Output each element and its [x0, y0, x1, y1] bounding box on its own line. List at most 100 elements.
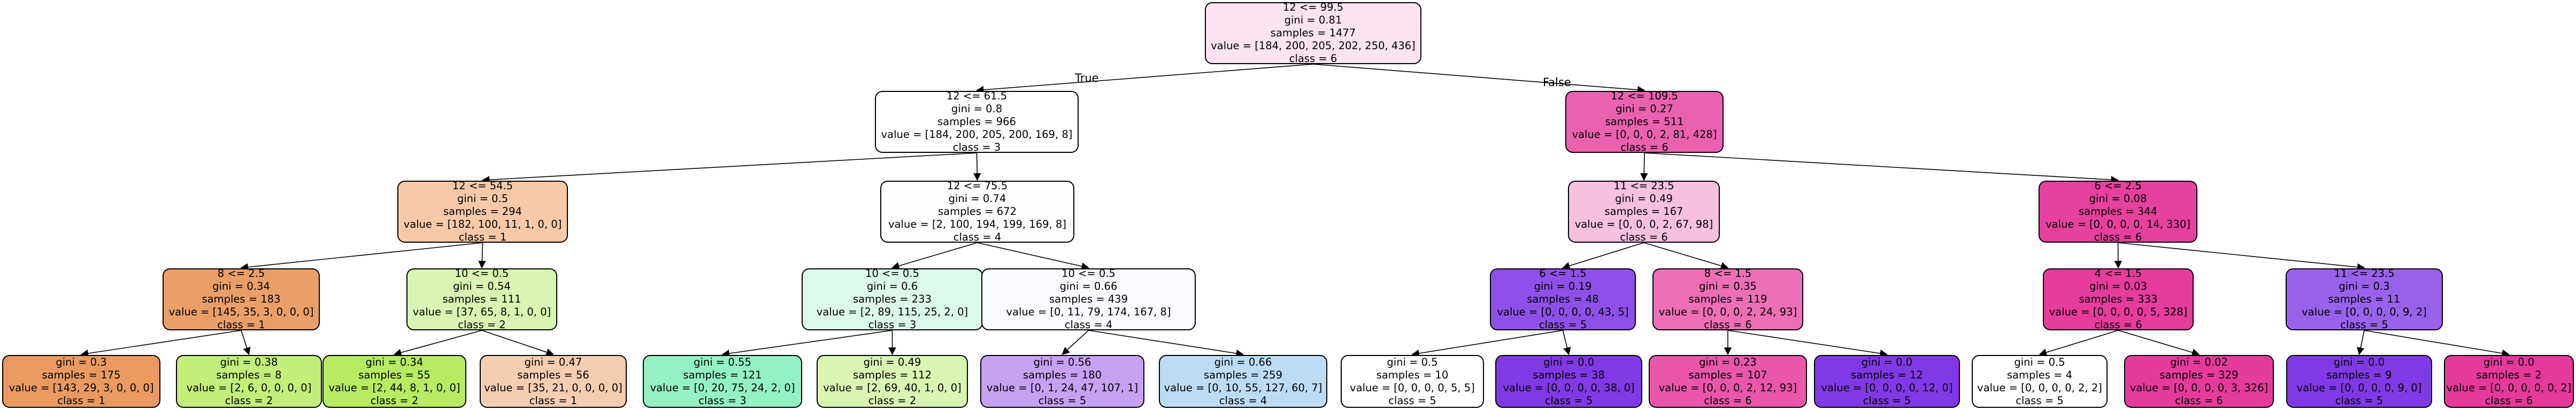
- node-text-line: class = 4: [1064, 319, 1113, 331]
- tree-edge: [2364, 330, 2510, 357]
- node-text-line: gini = 0.5: [457, 192, 509, 205]
- tree-edge: [1062, 330, 1089, 355]
- node-text-line: value = [2, 100, 194, 199, 169, 8]: [888, 218, 1066, 230]
- tree-edge: [1562, 242, 1644, 270]
- node-text-line: class = 5: [2016, 394, 2064, 407]
- node-text-line: gini = 0.0: [1543, 355, 1595, 368]
- node-text-line: samples = 2: [2476, 368, 2542, 381]
- node-text-line: gini = 0.03: [2089, 280, 2147, 292]
- node-text-line: samples = 333: [2079, 293, 2158, 305]
- node-text-line: gini = 0.66: [1059, 280, 1118, 292]
- node-text-line: samples = 55: [358, 368, 430, 381]
- node-text-line: gini = 0.3: [2339, 280, 2390, 292]
- node-text-line: gini = 0.49: [863, 355, 921, 368]
- node-text-line: gini = 0.02: [2170, 355, 2228, 368]
- node-text-line: class = 1: [529, 394, 578, 407]
- node-text-line: samples = 672: [937, 205, 1017, 218]
- tree-edge: [976, 64, 1313, 94]
- node-text-line: samples = 10: [1376, 368, 1449, 381]
- node-text-line: samples = 344: [2078, 205, 2157, 218]
- node-text-line: class = 6: [2175, 394, 2223, 407]
- node-text-line: class = 6: [1289, 52, 1337, 65]
- node-text-line: class = 1: [57, 394, 105, 407]
- node-text-line: 11 <= 23.5: [2334, 267, 2395, 280]
- node-text-line: gini = 0.0: [1861, 355, 1913, 368]
- node-text-line: samples = 8: [216, 368, 282, 381]
- node-text-line: value = [0, 10, 55, 127, 60, 7]: [1164, 381, 1322, 394]
- node-text-line: gini = 0.74: [948, 192, 1006, 205]
- node-text-line: samples = 48: [1527, 293, 1599, 305]
- node-text-line: value = [0, 0, 0, 2, 24, 93]: [1658, 306, 1797, 318]
- node-text-line: gini = 0.6: [866, 280, 918, 292]
- tree-edge: [240, 242, 483, 271]
- node-text-line: gini = 0.54: [453, 280, 511, 292]
- tree-edge: [973, 152, 981, 181]
- node-text-line: samples = 180: [1022, 368, 1102, 381]
- node-text-line: value = [184, 200, 205, 202, 250, 436]: [1211, 40, 1416, 52]
- node-text-line: samples = 966: [937, 115, 1016, 128]
- node-text-line: value = [0, 11, 79, 174, 167, 8]: [1006, 306, 1171, 318]
- node-text-line: gini = 0.66: [1214, 355, 1272, 368]
- tree-edge: [481, 330, 554, 356]
- node-text-line: value = [0, 0, 0, 0, 12, 0]: [1821, 381, 1953, 394]
- tree-edge: [2039, 330, 2119, 357]
- edge-label-true: True: [1075, 72, 1099, 84]
- node-text-line: 10 <= 0.5: [455, 267, 509, 280]
- node-text-line: gini = 0.56: [1033, 355, 1091, 368]
- node-text-line: class = 1: [458, 231, 507, 243]
- node-text-line: samples = 439: [1049, 293, 1128, 305]
- node-text-line: 12 <= 99.5: [1282, 1, 1344, 13]
- node-text-line: 12 <= 75.5: [947, 180, 1008, 192]
- node-text-line: samples = 4: [2006, 368, 2073, 381]
- node-text-line: value = [0, 0, 0, 0, 2, 2]: [1977, 381, 2102, 394]
- node-text-line: samples = 183: [202, 293, 281, 305]
- node-text-line: class = 4: [1219, 394, 1267, 407]
- node-text-line: value = [0, 20, 75, 24, 2, 0]: [650, 381, 795, 394]
- node-text-line: value = [2, 89, 115, 25, 2, 0]: [816, 306, 968, 318]
- node-text-line: class = 6: [1704, 394, 1752, 407]
- tree-edge: [1644, 152, 2119, 184]
- tree-edge: [478, 242, 486, 269]
- tree-edge: [721, 330, 893, 358]
- tree-edge: [482, 152, 977, 184]
- node-text-line: class = 3: [868, 319, 917, 331]
- tree-edge: [1088, 330, 1244, 358]
- node-text-line: 12 <= 61.5: [946, 90, 1008, 102]
- node-text-line: samples = 12: [1851, 368, 1923, 381]
- node-text-line: samples = 107: [1688, 368, 1767, 381]
- node-text-line: class = 2: [868, 394, 917, 407]
- node-text-line: value = [2, 69, 40, 1, 0, 0]: [823, 381, 962, 394]
- node-text-line: 8 <= 2.5: [217, 267, 265, 280]
- node-text-line: gini = 0.0: [2483, 355, 2535, 368]
- node-text-line: samples = 329: [2159, 368, 2239, 381]
- tree-edge: [1727, 330, 1888, 358]
- node-text-line: class = 2: [458, 319, 506, 331]
- node-text-line: 8 <= 1.5: [1704, 267, 1752, 280]
- node-text-line: class = 5: [2335, 394, 2383, 407]
- node-text-line: gini = 0.49: [1615, 192, 1673, 205]
- node-text-line: value = [0, 0, 0, 0, 38, 0]: [1503, 381, 1635, 394]
- node-text-line: value = [2, 44, 8, 1, 0, 0]: [328, 381, 460, 394]
- node-text-line: value = [143, 29, 3, 0, 0, 0]: [9, 381, 154, 394]
- tree-edge: [1643, 242, 1729, 270]
- node-text-line: class = 1: [217, 319, 265, 331]
- node-text-line: samples = 119: [1688, 293, 1767, 305]
- tree-edge: [1313, 64, 1645, 94]
